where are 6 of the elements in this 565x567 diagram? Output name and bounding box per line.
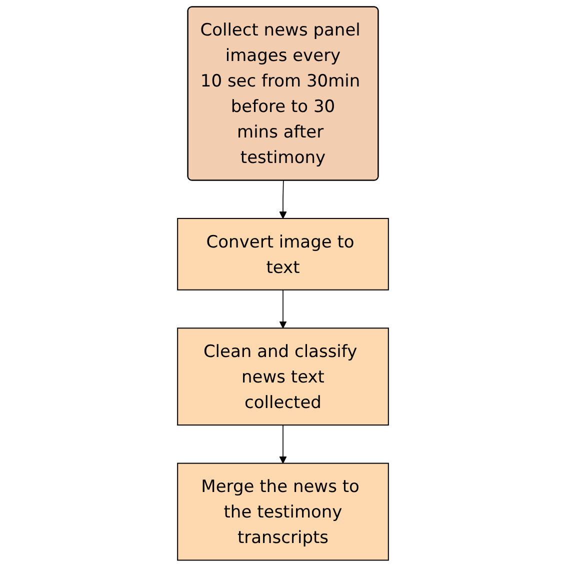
arrow	[278, 289, 286, 328]
node-box: Clean and classify news text collected	[176, 328, 388, 426]
node-box: Convert image to text	[176, 218, 388, 290]
arrow	[278, 180, 286, 219]
arrow	[278, 424, 286, 464]
node-box: Merge the news to the testimony transcripts	[176, 462, 388, 561]
